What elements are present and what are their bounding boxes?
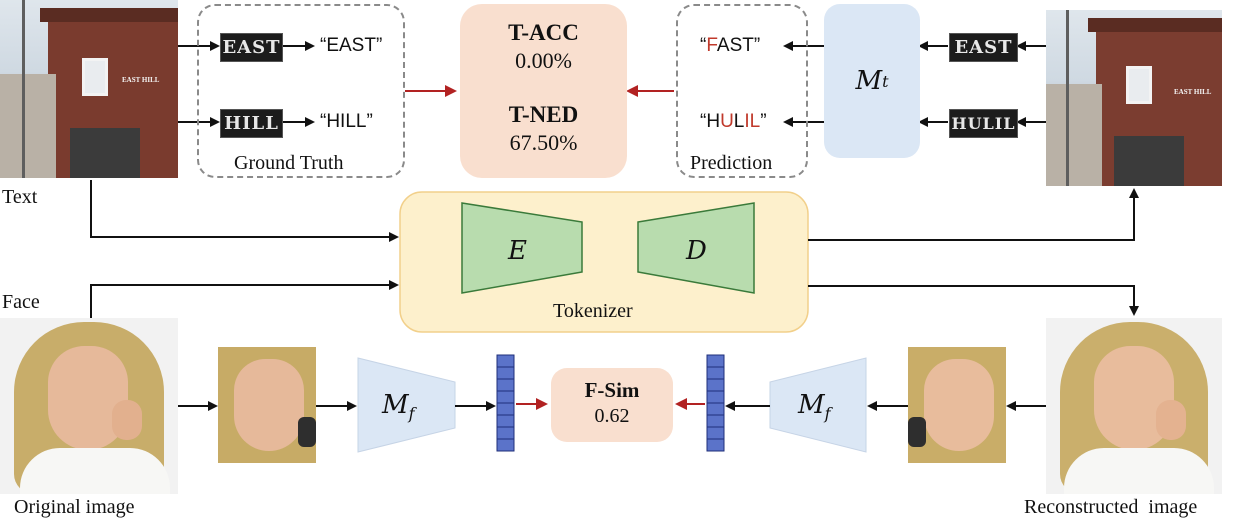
prediction-box xyxy=(676,4,808,178)
face-metric-box: F-Sim 0.62 xyxy=(551,368,673,442)
reconstructed-image-label: Reconstructed image xyxy=(1024,496,1198,518)
pred-crop-east: EAST xyxy=(949,33,1018,62)
pred-fast-open: “ xyxy=(700,35,707,56)
gt-text-east: “EAST” xyxy=(320,35,383,56)
pred-hulil-wrong2: IL xyxy=(744,111,761,132)
ground-truth-label: Ground Truth xyxy=(234,152,344,174)
decoder-symbol: D xyxy=(686,236,707,266)
pred-hulil-mid: L xyxy=(733,111,745,132)
tokenizer-label: Tokenizer xyxy=(553,300,633,322)
face-model-right-symbol: M xyxy=(798,390,825,420)
face-reconstructed-crop xyxy=(908,347,1006,463)
face-model-left-symbol: M xyxy=(382,390,409,420)
face-original-photo xyxy=(0,318,178,494)
decoder-trapezoid xyxy=(637,202,755,294)
text-reconstructed-photo: EAST HILL xyxy=(1046,10,1222,186)
encoder-symbol: E xyxy=(508,236,527,266)
gt-crop-east: EAST xyxy=(220,33,283,62)
original-image-label: Original image xyxy=(14,496,135,518)
text-input-photo: EAST HILL xyxy=(0,0,178,178)
prediction-label: Prediction xyxy=(690,152,773,174)
pred-crop-hulil: HULIL xyxy=(949,109,1018,138)
face-reconstructed-photo xyxy=(1046,318,1222,494)
face-model-left-subscript: f xyxy=(408,404,415,423)
f-sim-value: 0.62 xyxy=(594,405,630,427)
face-original-crop xyxy=(218,347,316,463)
sign-text: EAST HILL xyxy=(122,76,160,84)
text-model-subscript: t xyxy=(882,71,889,91)
pred-text-fast: “FAST” xyxy=(700,35,760,57)
t-acc-label: T-ACC xyxy=(508,20,579,45)
face-label: Face xyxy=(2,291,40,313)
gt-crop-hill: HILL xyxy=(220,109,283,138)
face-model-right-shape xyxy=(769,357,867,453)
pred-fast-rest: AST” xyxy=(716,35,761,56)
metric-arrows xyxy=(405,85,705,410)
gt-text-hill: “HILL” xyxy=(320,111,373,132)
pred-hulil-open: “H xyxy=(700,111,721,132)
face-model-left-label: Mf xyxy=(382,390,415,423)
t-ned-value: 67.50% xyxy=(509,130,578,155)
text-metrics-box: T-ACC 0.00% T-NED 67.50% xyxy=(460,4,627,178)
f-sim-label: F-Sim xyxy=(584,378,640,402)
feature-vector-right xyxy=(706,354,725,452)
t-ned-label: T-NED xyxy=(508,102,579,127)
ground-truth-box xyxy=(197,4,405,178)
encoder-trapezoid xyxy=(461,202,583,294)
pred-hulil-wrong1: U xyxy=(720,111,734,132)
sign-text-reconstructed: EAST HILL xyxy=(1174,88,1212,96)
text-label: Text xyxy=(2,186,38,208)
text-model-symbol: M xyxy=(855,66,883,96)
pred-hulil-close: ” xyxy=(760,111,767,132)
face-model-right-subscript: f xyxy=(824,404,831,423)
face-model-left-shape xyxy=(357,357,456,453)
face-model-right-label: Mf xyxy=(798,390,831,423)
t-acc-value: 0.00% xyxy=(515,48,572,73)
pred-fast-wrong: F xyxy=(706,35,717,56)
connector-arrows xyxy=(90,41,1139,411)
pred-text-hulil: “HULIL” xyxy=(700,111,767,133)
feature-vector-left xyxy=(496,354,515,452)
